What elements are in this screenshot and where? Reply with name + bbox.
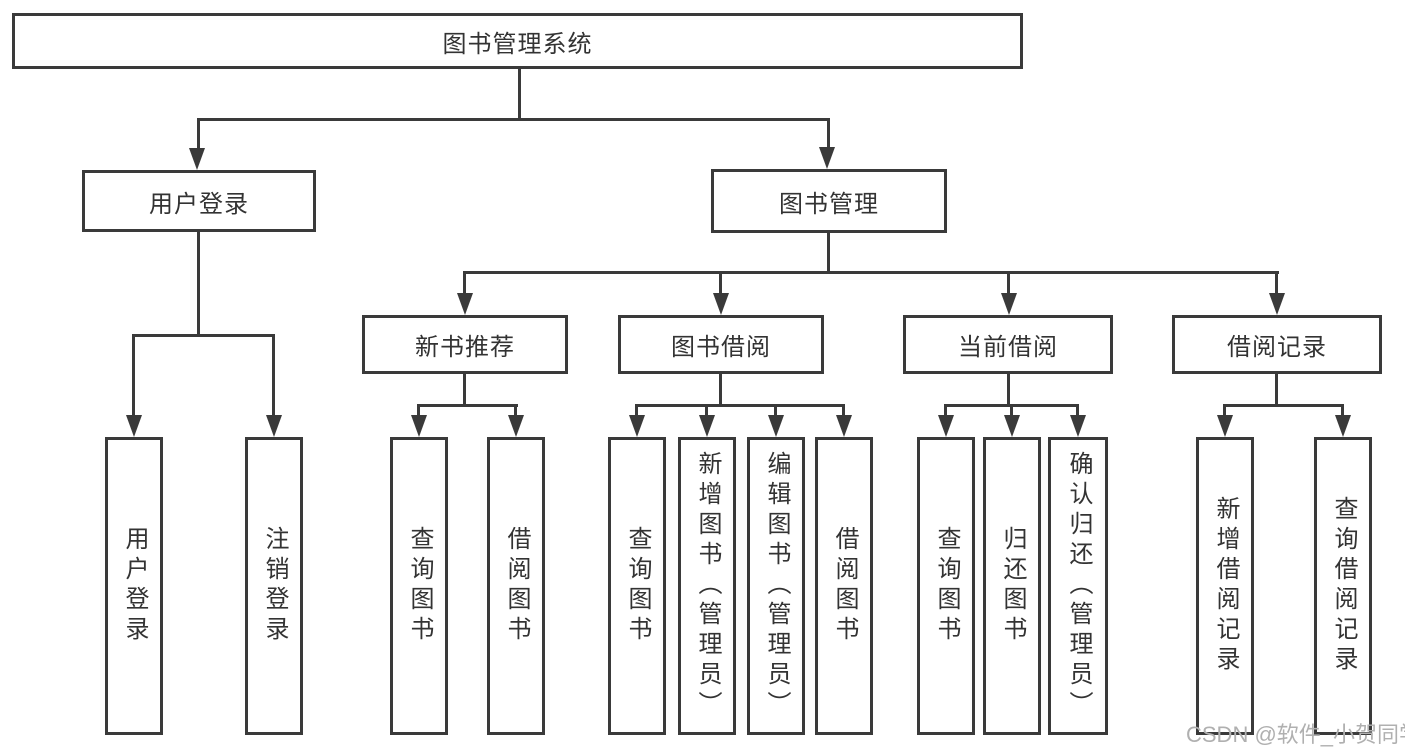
connector-borrow-records-bus xyxy=(1223,404,1344,407)
connector-drop-leaf xyxy=(514,405,517,417)
leaf-query-borrow-record-label: 查询借阅记录 xyxy=(1330,496,1357,676)
connector-drop-leaf-logout xyxy=(272,335,275,415)
connector-drop-leaf xyxy=(1010,405,1013,417)
node-new-book-recommend: 新书推荐 xyxy=(362,315,568,374)
csdn-watermark: CSDN @软件_小贺同学 xyxy=(1186,722,1405,747)
connector-drop-leaf xyxy=(635,405,638,417)
leaf-query-books-borrow: 查询图书 xyxy=(608,437,666,735)
connector-drop-user-login xyxy=(197,119,200,149)
arrow-down-icon xyxy=(1335,415,1351,437)
connector-drop-leaf xyxy=(1076,405,1079,417)
leaf-borrow-books: 借阅图书 xyxy=(815,437,873,735)
connector-drop-book-borrow xyxy=(719,272,722,294)
leaf-add-borrow-record-label: 新增借阅记录 xyxy=(1212,496,1239,676)
node-new-book-recommend-label: 新书推荐 xyxy=(415,334,515,361)
arrow-down-icon xyxy=(189,148,205,170)
leaf-borrow-books-label: 借阅图书 xyxy=(831,526,858,646)
connector-drop-leaf xyxy=(705,405,708,417)
node-root: 图书管理系统 xyxy=(12,13,1023,69)
connector-drop-current-borrow xyxy=(1007,272,1010,294)
arrow-down-icon xyxy=(1269,293,1285,315)
connector-borrow-records-stem xyxy=(1275,374,1278,407)
leaf-confirm-return-admin: 确认归还（管理员） xyxy=(1048,437,1108,735)
node-current-borrow: 当前借阅 xyxy=(903,315,1113,374)
leaf-logout: 注销登录 xyxy=(245,437,303,735)
node-borrow-records: 借阅记录 xyxy=(1172,315,1382,374)
connector-book-management-stem xyxy=(827,233,830,274)
connector-drop-new-book-recommend xyxy=(463,272,466,294)
arrow-down-icon xyxy=(768,415,784,437)
connector-drop-leaf xyxy=(944,405,947,417)
connector-drop-leaf-user-login xyxy=(132,335,135,415)
connector-drop-leaf xyxy=(774,405,777,417)
leaf-edit-books-admin: 编辑图书（管理员） xyxy=(747,437,805,735)
leaf-add-books-admin-label: 新增图书（管理员） xyxy=(694,451,721,721)
node-book-borrow: 图书借阅 xyxy=(618,315,824,374)
arrow-down-icon xyxy=(411,415,427,437)
arrow-down-icon xyxy=(629,415,645,437)
connector-user-login-stem xyxy=(197,232,200,336)
arrow-down-icon xyxy=(699,415,715,437)
node-user-login-label: 用户登录 xyxy=(149,190,249,218)
connector-drop-borrow-records xyxy=(1275,272,1278,294)
connector-drop-book-management xyxy=(827,119,830,148)
connector-drop-leaf xyxy=(1223,405,1226,417)
leaf-borrow-books-recommend-label: 借阅图书 xyxy=(503,526,530,646)
arrow-down-icon xyxy=(457,293,473,315)
arrow-down-icon xyxy=(1004,415,1020,437)
node-book-management-label: 图书管理 xyxy=(779,190,879,218)
node-root-label: 图书管理系统 xyxy=(442,30,593,58)
arrow-down-icon xyxy=(508,415,524,437)
node-borrow-records-label: 借阅记录 xyxy=(1227,334,1327,361)
node-current-borrow-label: 当前借阅 xyxy=(958,334,1058,361)
connector-drop-leaf xyxy=(1341,405,1344,417)
leaf-return-books-label: 归还图书 xyxy=(999,526,1026,646)
connector-current-borrow-stem xyxy=(1007,374,1010,407)
connector-new-book-recommend-bus xyxy=(417,404,518,407)
arrow-down-icon xyxy=(1070,415,1086,437)
node-book-borrow-label: 图书借阅 xyxy=(671,334,771,361)
leaf-query-books-current: 查询图书 xyxy=(917,437,975,735)
arrow-down-icon xyxy=(1001,293,1017,315)
arrow-down-icon xyxy=(713,293,729,315)
leaf-add-borrow-record: 新增借阅记录 xyxy=(1196,437,1254,735)
node-user-login: 用户登录 xyxy=(82,170,316,232)
leaf-edit-books-admin-label: 编辑图书（管理员） xyxy=(763,451,790,721)
connector-root-stem xyxy=(518,68,521,120)
connector-new-book-recommend-stem xyxy=(463,374,466,407)
leaf-query-books-recommend-label: 查询图书 xyxy=(406,526,433,646)
connector-drop-leaf xyxy=(417,405,420,417)
arrow-down-icon xyxy=(126,415,142,437)
leaf-return-books: 归还图书 xyxy=(983,437,1041,735)
leaf-confirm-return-admin-label: 确认归还（管理员） xyxy=(1065,451,1092,721)
arrow-down-icon xyxy=(938,415,954,437)
node-book-management: 图书管理 xyxy=(711,169,947,233)
leaf-logout-label: 注销登录 xyxy=(261,526,288,646)
leaf-user-login-label: 用户登录 xyxy=(121,526,148,646)
arrow-down-icon xyxy=(836,415,852,437)
connector-book-borrow-stem xyxy=(719,374,722,407)
leaf-user-login: 用户登录 xyxy=(105,437,163,735)
connector-book-borrow-bus xyxy=(635,404,845,407)
connector-level1-bus xyxy=(197,118,830,121)
arrow-down-icon xyxy=(819,147,835,169)
leaf-query-books-borrow-label: 查询图书 xyxy=(624,526,651,646)
connector-drop-leaf xyxy=(842,405,845,417)
connector-user-login-bus xyxy=(132,334,275,337)
leaf-query-books-recommend: 查询图书 xyxy=(390,437,448,735)
connector-level3-bus xyxy=(463,271,1279,274)
leaf-query-borrow-record: 查询借阅记录 xyxy=(1314,437,1372,735)
leaf-borrow-books-recommend: 借阅图书 xyxy=(487,437,545,735)
arrow-down-icon xyxy=(266,415,282,437)
leaf-query-books-current-label: 查询图书 xyxy=(933,526,960,646)
arrow-down-icon xyxy=(1217,415,1233,437)
leaf-add-books-admin: 新增图书（管理员） xyxy=(678,437,736,735)
